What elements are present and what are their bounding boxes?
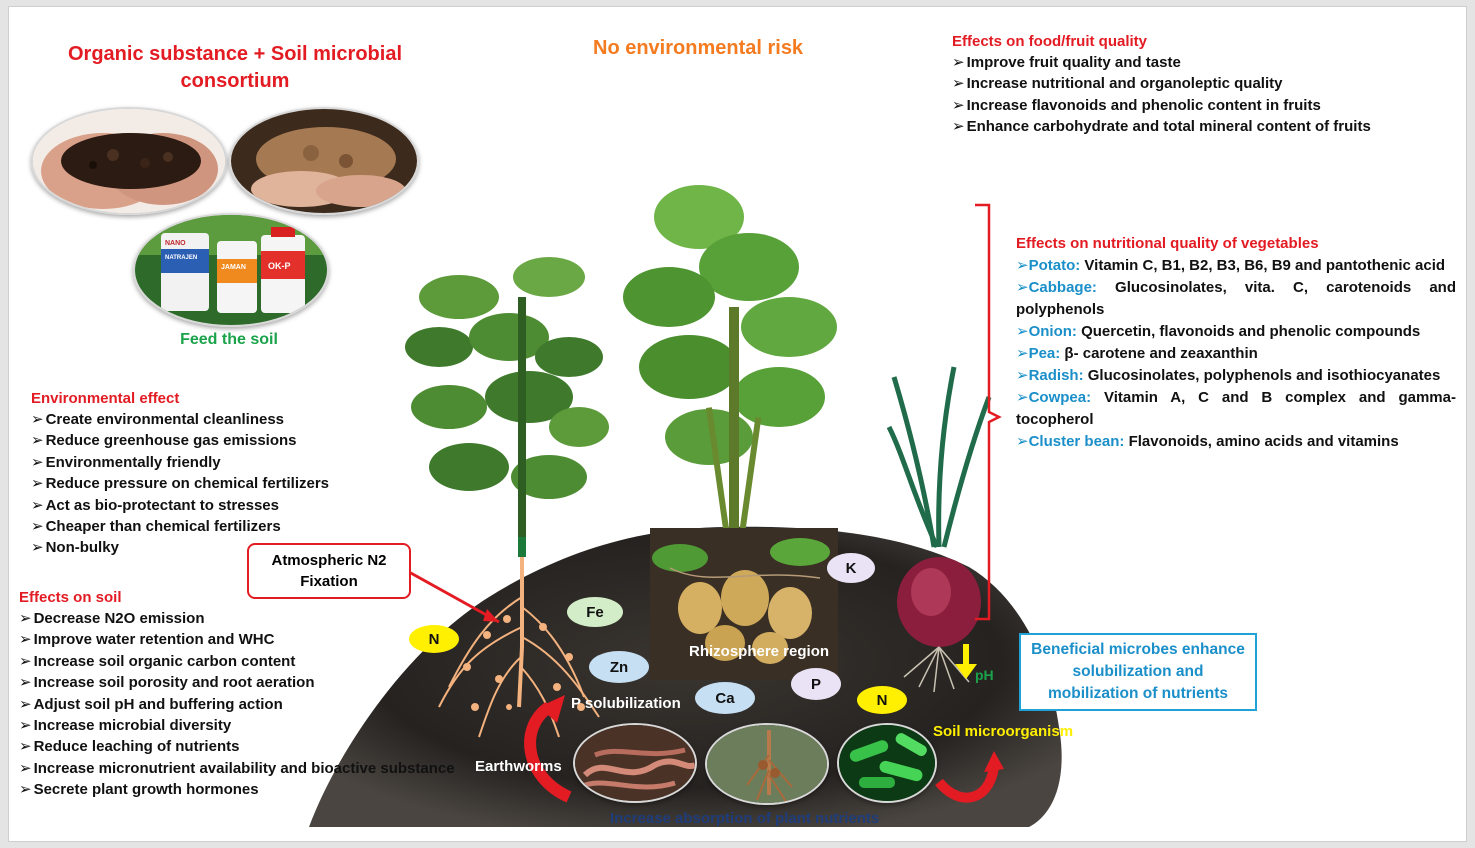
list-item: Increase soil porosity and root aeration (19, 672, 455, 693)
food-quality-title: Effects on food/fruit quality (952, 33, 1147, 50)
ph-arrow-shaft (963, 644, 969, 666)
figure-frame: Organic substance + Soil microbial conso… (8, 6, 1467, 842)
potato-rhizosphere-photo (650, 528, 838, 680)
onion-plant (886, 366, 992, 693)
ph-arrowhead (955, 664, 977, 679)
vegetable-bracket (975, 203, 1002, 621)
list-item: Increase soil organic carbon content (19, 651, 455, 672)
nutrient-fe: Fe (567, 597, 623, 627)
potato-detail: Vitamin C, B1, B2, B3, B6, B9 and pantot… (1080, 257, 1446, 274)
increase-absorption-label: Increase absorption of plant nutrients (610, 810, 880, 827)
list-item: Pea: β- carotene and zeaxanthin (1016, 343, 1456, 365)
natrajen-label-text: NATRAJEN (165, 255, 197, 261)
list-item: Secrete plant growth hormones (19, 779, 455, 800)
list-item: Cheaper than chemical fertilizers (31, 516, 329, 537)
vegetable-quality-block: Effects on nutritional quality of vegeta… (1016, 233, 1456, 453)
list-item: Increase nutritional and organoleptic qu… (952, 73, 1371, 94)
nutrient-ca: Ca (695, 682, 755, 714)
list-item: Non-bulky (31, 537, 329, 558)
fixation-arrow (408, 570, 500, 624)
list-item: Act as bio-protectant to stresses (31, 495, 329, 516)
vegetable-quality-title: Effects on nutritional quality of vegeta… (1016, 235, 1319, 252)
feed-soil-label: Feed the soil (180, 331, 278, 348)
list-item: Cabbage: Glucosinolates, vita. C, carote… (1016, 277, 1456, 321)
center-plant (623, 185, 837, 537)
soil-effect-title: Effects on soil (19, 589, 122, 606)
list-item: Create environmental cleanliness (31, 409, 329, 430)
list-item: Increase flavonoids and phenolic content… (952, 95, 1371, 116)
beneficial-microbes-box: Beneficial microbes enhance solubilizati… (1019, 633, 1257, 711)
nano-label-text: NANO (165, 240, 186, 247)
okp-label-text: OK-P (268, 261, 291, 271)
microorganism-curve-arrow (935, 765, 999, 803)
compost-hands-photo (31, 107, 227, 215)
left-plant (405, 257, 609, 557)
soil-microorganism-label: Soil microorganism (933, 723, 1074, 740)
list-item: Reduce greenhouse gas emissions (31, 430, 329, 451)
fixation-arrowhead (483, 609, 499, 622)
environmental-effect-title: Environmental effect (31, 390, 180, 407)
jaman-label-text: JAMAN (221, 264, 246, 271)
earthworm-curve-arrow (524, 702, 572, 803)
list-item: Environmentally friendly (31, 452, 329, 473)
nutrient-p: P (791, 668, 841, 700)
nutrient-k: K (827, 553, 875, 583)
atmospheric-fixation-text: Atmospheric N2 Fixation (271, 552, 387, 590)
list-item: Improve fruit quality and taste (952, 52, 1371, 73)
beneficial-microbes-text: Beneficial microbes enhance solubilizati… (1031, 641, 1245, 702)
list-item: Radish: Glucosinolates, polyphenols and … (1016, 365, 1456, 387)
rhizosphere-label: Rhizosphere region (689, 643, 830, 660)
soil-effect-list: Decrease N2O emission Improve water rete… (19, 608, 455, 801)
microbes-photo (837, 723, 937, 803)
soil-effect-block: Effects on soil Decrease N2O emission Im… (19, 587, 455, 801)
list-item: Potato: Vitamin C, B1, B2, B3, B6, B9 an… (1016, 255, 1456, 277)
food-quality-list: Improve fruit quality and taste Increase… (952, 52, 1371, 138)
root-nodules (463, 615, 585, 711)
ph-label: pH (975, 667, 994, 683)
list-item: Reduce leaching of nutrients (19, 736, 455, 757)
vegetable-quality-list: Potato: Vitamin C, B1, B2, B3, B6, B9 an… (1016, 255, 1456, 453)
environmental-effect-list: Create environmental cleanliness Reduce … (31, 409, 329, 559)
list-item: Cowpea: Vitamin A, C and B complex and g… (1016, 387, 1456, 431)
list-item: Adjust soil pH and buffering action (19, 694, 455, 715)
list-item: Enhance carbohydrate and total mineral c… (952, 116, 1371, 137)
no-risk-label: No environmental risk (593, 37, 804, 59)
list-item: Improve water retention and WHC (19, 629, 455, 650)
nutrient-n-right: N (857, 686, 907, 714)
organic-title: Organic substance + Soil microbial conso… (68, 43, 402, 92)
food-quality-block: Effects on food/fruit quality Improve fr… (952, 31, 1371, 138)
nutrient-zn: Zn (589, 651, 649, 683)
environmental-effect-block: Environmental effect Create environmenta… (31, 388, 329, 559)
list-item: Onion: Quercetin, flavonoids and phenoli… (1016, 321, 1456, 343)
root-nodules-photo (705, 723, 829, 805)
list-item: Increase micronutrient availability and … (19, 758, 455, 779)
list-item: Increase microbial diversity (19, 715, 455, 736)
p-solubilization-label: P solubilization (571, 695, 681, 712)
list-item: Reduce pressure on chemical fertilizers (31, 473, 329, 494)
atmospheric-fixation-box: Atmospheric N2 Fixation (247, 543, 411, 599)
list-item: Decrease N2O emission (19, 608, 455, 629)
list-item: Cluster bean: Flavonoids, amino acids an… (1016, 431, 1456, 453)
soil-hands-photo (229, 107, 419, 215)
earthworms-photo (573, 723, 697, 803)
earthworms-label: Earthworms (475, 758, 562, 775)
